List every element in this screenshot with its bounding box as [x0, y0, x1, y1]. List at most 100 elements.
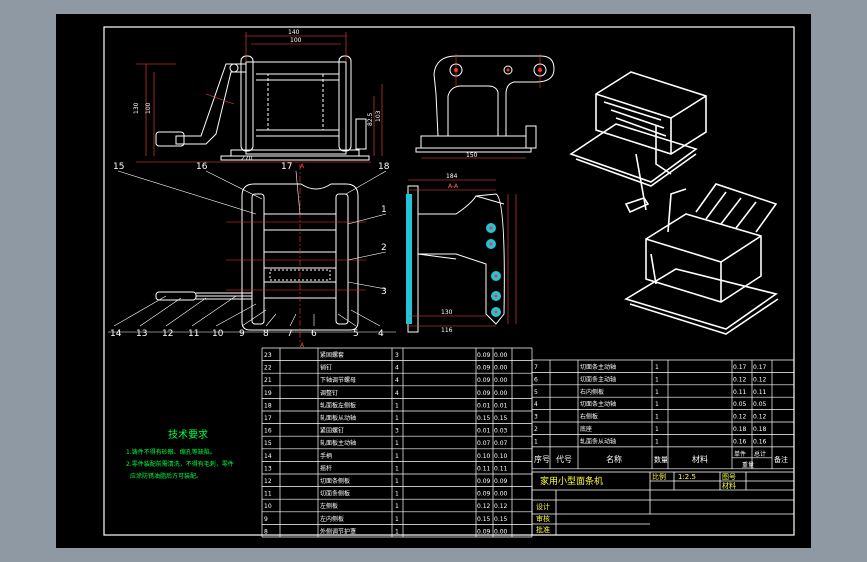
isometric-view-1 — [569, 71, 707, 214]
bom-left-qty: 1 — [395, 516, 399, 523]
bom-header-qty: 数量 — [654, 455, 668, 464]
bom-left-unit-weight: 0.10 — [477, 453, 491, 460]
leader-lines — [108, 170, 396, 333]
dim-left-b: 100 — [145, 102, 152, 114]
callout-6: 6 — [311, 329, 317, 339]
bom-right-unit-weight: 0.05 — [733, 401, 747, 408]
bom-left-name: 销钉 — [320, 364, 332, 372]
bom-left-total-weight: 0.09 — [494, 478, 508, 485]
bom-right-name: 轧面条从动轴 — [580, 437, 616, 445]
bom-left-name: 调整钉 — [320, 389, 338, 397]
bom-left-seq: 21 — [264, 377, 272, 384]
front-dims — [136, 32, 383, 163]
front-view — [155, 55, 370, 161]
bom-left-unit-weight: 0.09 — [477, 352, 491, 359]
bom-right-seq: 2 — [534, 426, 538, 433]
bom-right-total-weight: 0.16 — [753, 438, 767, 445]
bom-left-seq: 13 — [264, 465, 272, 472]
bom-right-total-weight: 0.17 — [753, 364, 767, 371]
bom-left-unit-weight: 0.15 — [477, 415, 491, 422]
bom-left-seq: 9 — [264, 516, 268, 523]
bom-right-unit-weight: 0.11 — [733, 389, 747, 396]
scale-label: 比例 — [652, 472, 666, 481]
top-assembly-view — [155, 183, 359, 331]
tech-item-2: 2.零件装配前需清洗，不得有毛刺，零件 — [126, 460, 234, 468]
bom-right-name: 右侧板 — [580, 413, 598, 421]
bom-left-total-weight: 0.00 — [494, 528, 508, 535]
bom-right-qty: 1 — [655, 401, 659, 408]
bom-left-unit-weight: 0.12 — [477, 503, 491, 510]
bom-left-seq: 14 — [264, 453, 272, 460]
check-label: 审核 — [536, 514, 550, 523]
bom-left-qty: 1 — [395, 491, 399, 498]
bom-left-total-weight: 0.07 — [494, 440, 508, 447]
drawing-border — [103, 26, 795, 536]
bom-right-unit-weight: 0.12 — [733, 414, 747, 421]
side-view-marks: 150 — [421, 54, 542, 159]
bom-right-total-weight: 0.11 — [753, 389, 767, 396]
part-callouts: 15 16 17 18 1 2 3 14 13 12 11 10 9 8 7 6… — [110, 162, 390, 339]
bom-left-seq: 12 — [264, 478, 272, 485]
section-view — [407, 185, 505, 333]
material-label: 材料 — [722, 481, 736, 490]
bom-right-total-weight: 0.05 — [753, 401, 767, 408]
dim-top-a: 140 — [288, 29, 300, 36]
callout-5: 5 — [353, 329, 359, 339]
callout-17: 17 — [281, 162, 292, 172]
dim-top-b: 100 — [290, 37, 302, 44]
bom-left-unit-weight: 0.09 — [477, 491, 491, 498]
bom-left-qty: 1 — [395, 415, 399, 422]
callout-12: 12 — [162, 329, 173, 339]
bom-left-unit-weight: 0.09 — [477, 377, 491, 384]
callout-1: 1 — [381, 205, 387, 215]
bom-right-name: 切面条主动轴 — [580, 375, 616, 383]
bom-right-seq: 4 — [534, 401, 538, 408]
bom-left-qty: 3 — [395, 428, 399, 435]
bom-header-code: 代号 — [556, 454, 572, 464]
tech-title: 技术要求 — [168, 428, 208, 441]
bom-left-name: 外侧调节护罩 — [320, 527, 356, 535]
bom-right-qty: 1 — [655, 438, 659, 445]
bom-left-unit-weight: 0.07 — [477, 440, 491, 447]
bom-right-total-weight: 0.18 — [753, 426, 767, 433]
section-mark-top: A — [300, 163, 305, 170]
callout-7: 7 — [287, 329, 293, 339]
dim-right-b: 103 — [375, 110, 382, 122]
bom-right-qty: 1 — [655, 389, 659, 396]
tech-item-3: 应涂防锈油脂后方可装配。 — [130, 472, 202, 480]
approve-label: 批准 — [536, 525, 550, 534]
drawing-sheet: 140 100 270 130 100 82.5 103 150 — [56, 14, 811, 548]
bom-header-total: 总计 — [754, 450, 766, 458]
bom-right-qty: 1 — [655, 414, 659, 421]
bom-left-seq: 17 — [264, 415, 272, 422]
callout-15: 15 — [113, 162, 124, 172]
bom-left-total-weight: 0.03 — [494, 428, 508, 435]
bom-left-name: 摇杆 — [320, 464, 332, 472]
bom-left-qty: 4 — [395, 377, 399, 384]
bom-header-name: 名称 — [606, 454, 622, 464]
bom-left-qty: 1 — [395, 402, 399, 409]
bom-left-name: 轧面板左侧板 — [320, 401, 356, 409]
dim-side-total: 184 — [446, 173, 458, 180]
bom-left-seq: 19 — [264, 390, 272, 397]
bom-right-seq: 5 — [534, 389, 538, 396]
bom-left-qty: 1 — [395, 453, 399, 460]
bom-left-seq: 11 — [264, 491, 272, 498]
bom-left-unit-weight: 0.15 — [477, 516, 491, 523]
bom-left-name: 紧固螺钉 — [320, 427, 344, 435]
bom-left-qty: 1 — [395, 503, 399, 510]
callout-3: 3 — [381, 287, 387, 297]
callout-2: 2 — [381, 243, 387, 253]
bom-right-seq: 1 — [534, 438, 538, 445]
bom-right-qty: 1 — [655, 426, 659, 433]
title-block-text: 家用小型面条机 比例 1:2.5 图号 材料 设计 审核 批准 — [536, 472, 736, 534]
bom-left-unit-weight: 0.09 — [477, 390, 491, 397]
bom-left-seq: 23 — [264, 352, 272, 359]
bom-header-weight: 重量 — [742, 461, 754, 469]
bom-left-name: 紧固螺套 — [320, 351, 344, 359]
bom-left-seq: 15 — [264, 440, 272, 447]
callout-9: 9 — [239, 329, 245, 339]
front-body — [245, 61, 347, 155]
bom-header-remark: 备注 — [774, 455, 788, 464]
